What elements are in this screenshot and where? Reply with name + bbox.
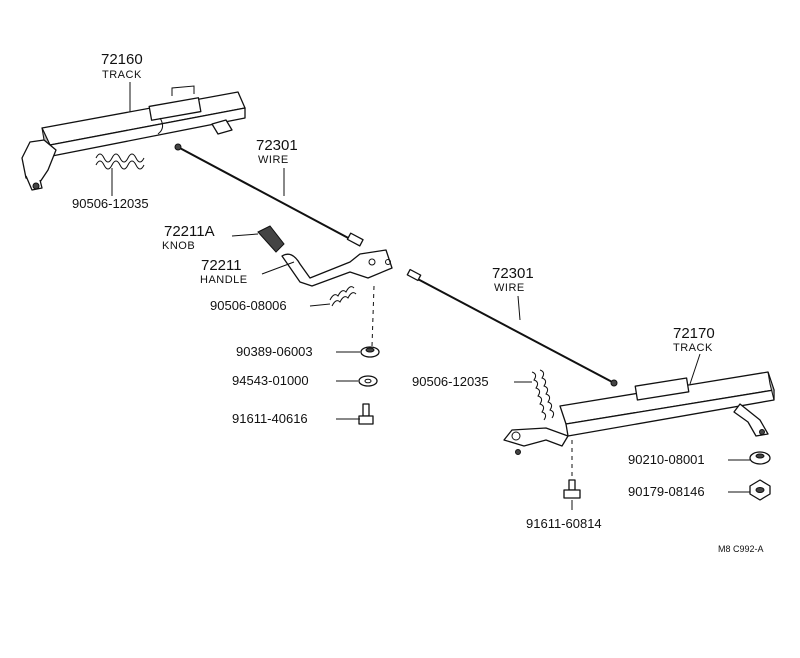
nut-handle-icon <box>360 346 380 358</box>
bolt-handle-label: 91611-40616 <box>232 411 308 426</box>
bolt-handle-icon <box>358 403 374 425</box>
track-left-icon <box>21 85 246 191</box>
wire-lower-caption: WIRE <box>494 282 525 294</box>
spring-left-label: 90506-12035 <box>72 196 149 211</box>
washer-icon <box>358 375 378 387</box>
track-right-icon <box>503 371 775 455</box>
leader-lines <box>111 82 750 510</box>
nut-right-1-label: 90210-08001 <box>628 452 705 467</box>
wire-upper-caption: WIRE <box>258 154 289 166</box>
washer-label: 94543-01000 <box>232 373 309 388</box>
nut-handle-label: 90389-06003 <box>236 344 313 359</box>
spring-left-icon <box>95 153 145 170</box>
handle-number: 72211 <box>201 257 242 274</box>
track-left-number: 72160 <box>101 51 143 68</box>
diagram-reference: M8 C992-A <box>718 544 764 554</box>
knob-caption: KNOB <box>162 240 195 252</box>
assembly-axis-handle <box>371 285 375 347</box>
handle-caption: HANDLE <box>200 274 248 286</box>
knob-icon <box>257 225 285 253</box>
track-right-number: 72170 <box>673 325 715 342</box>
spring-handle-label: 90506-08006 <box>210 298 287 313</box>
nut-right-2-icon <box>749 479 771 501</box>
knob-number: 72211A <box>164 223 215 240</box>
bolt-right-label: 91611-60814 <box>526 516 602 531</box>
nut-right-1-icon <box>749 451 771 465</box>
wire-lower-icon <box>406 268 618 387</box>
release-handle-icon <box>281 249 393 287</box>
spring-right-icon <box>531 369 555 421</box>
wire-upper-icon <box>174 143 364 247</box>
spring-right-label: 90506-12035 <box>412 374 489 389</box>
spring-handle-icon <box>329 286 357 307</box>
track-right-caption: TRACK <box>673 342 713 354</box>
nut-right-2-label: 90179-08146 <box>628 484 705 499</box>
wire-lower-number: 72301 <box>492 265 534 282</box>
wire-upper-number: 72301 <box>256 137 298 154</box>
bolt-right-icon <box>563 479 581 499</box>
track-left-caption: TRACK <box>102 69 142 81</box>
